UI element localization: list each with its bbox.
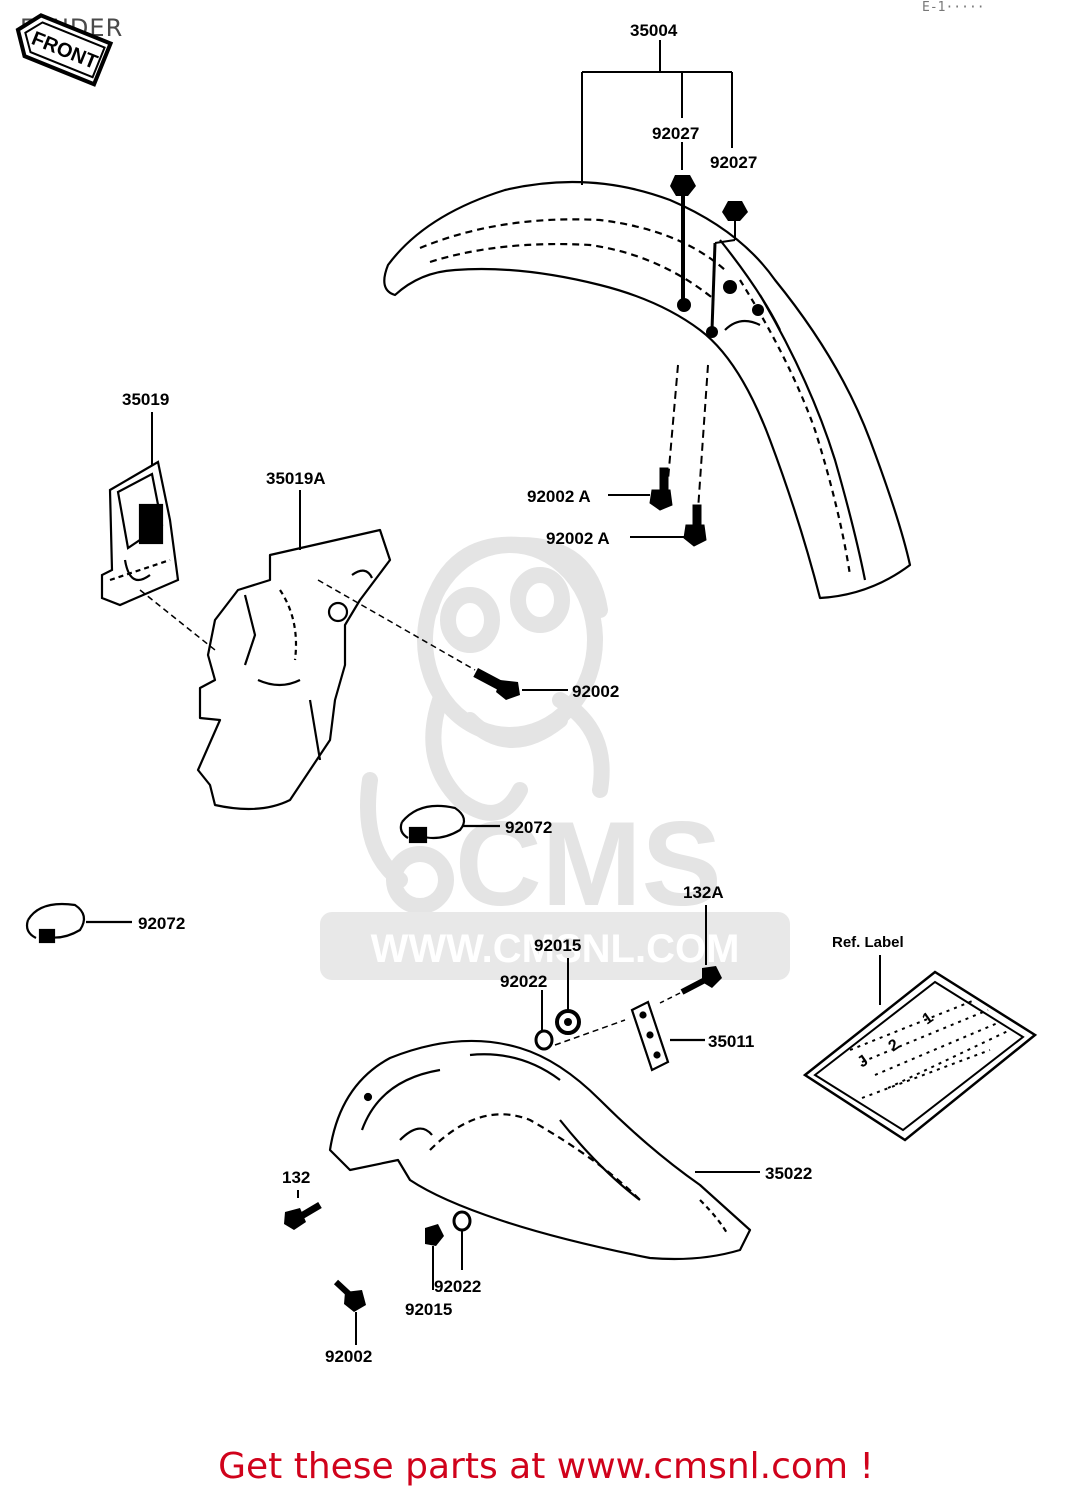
part-label-35019: 35019 [122, 390, 169, 409]
plate-35011 [630, 1000, 705, 1072]
part-label-ref-label: Ref. Label [832, 934, 904, 951]
clamp-92072-a [399, 804, 500, 844]
watermark-url-bar [320, 912, 790, 980]
front-direction-tag: FRONT [15, 13, 114, 87]
part-label-132: 132 [282, 1168, 310, 1187]
part-label-35019A: 35019A [266, 469, 326, 488]
part-label-92027-a: 92027 [652, 124, 699, 143]
washer-92022-a [534, 990, 626, 1051]
clamp-92072-b [25, 902, 132, 944]
leader-35004 [581, 40, 733, 185]
part-label-92002-a: 92002 [572, 682, 619, 701]
part-label-92022-a: 92022 [500, 972, 547, 991]
fender-holes [677, 280, 764, 338]
promo-link[interactable]: Get these parts at www.cmsnl.com ! [218, 1446, 874, 1487]
part-label-92015-a: 92015 [534, 936, 581, 955]
nut-92015-a [555, 958, 581, 1035]
headlight-cover-35019A [196, 528, 392, 811]
bolt-92002-a [317, 579, 568, 700]
part-label-35022: 35022 [765, 1164, 812, 1183]
dashed-line-bracket-to-cover [139, 589, 216, 651]
nut-92027-a [670, 175, 696, 302]
bracket-35019 [100, 460, 180, 607]
rear-fender [328, 1039, 752, 1261]
ref-label-mark-3: 1 [920, 1009, 937, 1028]
part-label-92002-b: 92002 [325, 1347, 372, 1366]
part-label-92002A-a: 92002 A [527, 487, 591, 506]
part-label-35011: 35011 [708, 1032, 754, 1051]
nut-92027-b [710, 201, 748, 331]
part-label-35004: 35004 [630, 21, 678, 40]
bolt-132A [659, 905, 722, 1004]
bolt-92002-b [333, 1279, 366, 1345]
part-label-92072-a: 92072 [505, 818, 552, 837]
part-label-92027-b: 92027 [710, 153, 757, 172]
bolt-132 [284, 1190, 322, 1230]
reference-label-sticker [802, 970, 1038, 1142]
watermark [360, 536, 610, 914]
front-fender [383, 180, 912, 600]
nut-92015-b [425, 1224, 444, 1290]
bolt-92002A-b [630, 364, 709, 547]
diagram-code: E-1····· [922, 0, 985, 15]
promo-footer: Get these parts at www.cmsnl.com ! [0, 1446, 1092, 1487]
ref-label-mark-1: J [855, 1052, 872, 1071]
part-label-132A: 132A [683, 883, 724, 902]
bolt-92002A-a [608, 364, 679, 511]
washer-92022-b [452, 1210, 472, 1270]
part-label-92072-b: 92072 [138, 914, 185, 933]
part-label-92022-b: 92022 [434, 1277, 481, 1296]
part-label-92015-b: 92015 [405, 1300, 452, 1319]
watermark-url: WWW.CMSNL.COM [371, 927, 740, 971]
part-label-92002A-b: 92002 A [546, 529, 610, 548]
watermark-brand: CMS [455, 797, 722, 931]
